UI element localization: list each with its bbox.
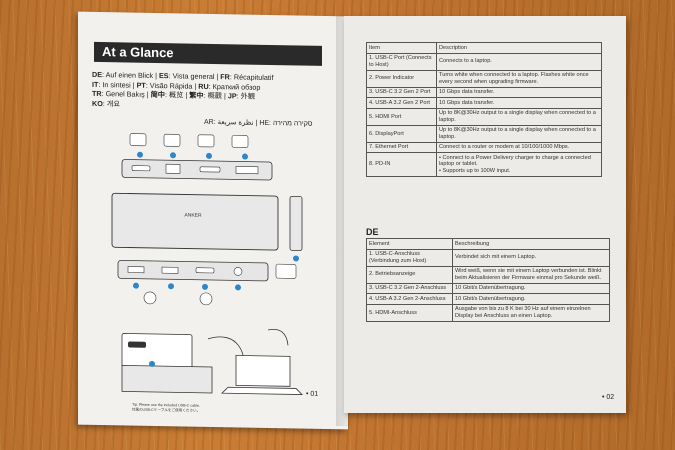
cable-note-line-2: 付属のUSB-Cケーブルをご使用ください。 xyxy=(132,407,200,413)
description-cell: • Connect to a Power Delivery charger to… xyxy=(436,152,602,177)
item-cell: 8. PD-IN xyxy=(366,152,437,177)
language-label: Genel Bakış | xyxy=(103,89,151,99)
left-page: At a Glance DE: Auf einen Blick | ES: Vi… xyxy=(78,11,348,430)
description-cell: 10 Gbps data transfer. xyxy=(436,97,602,109)
language-label: Visão Rápida | xyxy=(147,80,199,91)
item-cell: 2. Power Indicator xyxy=(366,69,437,88)
brand-logo: ANKER xyxy=(184,213,202,219)
language-list: DE: Auf einen Blick | ES: Vista general … xyxy=(92,70,332,112)
item-cell: 7. Ethernet Port xyxy=(366,141,437,154)
description-cell: Ausgabe von bis zu 8 K bei 30 Hz auf ein… xyxy=(452,303,610,322)
item-cell: 1. USB-C-Anschluss (Verbindung zum Host) xyxy=(366,248,453,267)
language-label: 概觀 | xyxy=(205,90,228,101)
description-cell: Connect to a router or modem at 10/100/1… xyxy=(436,141,602,154)
description-cell: Turns white when connected to a laptop. … xyxy=(436,69,602,88)
language-code: RU xyxy=(198,81,209,91)
description-cell: Up to 8K@30Hz output to a single display… xyxy=(436,107,602,126)
language-code: 繁中 xyxy=(189,90,204,100)
at-a-glance-heading: At a Glance xyxy=(94,41,322,66)
language-code: JP xyxy=(227,91,237,101)
page-number-right: • 02 xyxy=(602,394,615,401)
table-header-cell: Item xyxy=(366,42,437,54)
table-row: 1. USB-C-Anschluss (Verbindung zum Host)… xyxy=(366,248,610,267)
callout-icons-top xyxy=(129,133,249,148)
item-cell: 3. USB-C 3.2 Gen 2 Port xyxy=(366,86,437,99)
hub-diagram: ANKER Tip: Please use the included USB-C… xyxy=(111,133,303,413)
item-cell: 2. Betriebsanzeige xyxy=(366,265,453,284)
port-icons-top xyxy=(131,163,259,175)
rtl-language-line: AR: نظرة سريعة | HE: סקירה מהירה xyxy=(204,118,313,128)
language-code: 简中 xyxy=(150,89,165,100)
item-cell: 4. USB-A 3.2 Gen 2-Anschluss xyxy=(366,293,453,305)
language-label: 개요 xyxy=(104,98,121,108)
language-code: ES xyxy=(159,71,169,81)
item-cell: 5. HDMI Port xyxy=(366,107,437,126)
language-label: 概览 | xyxy=(167,90,190,100)
language-code: TR xyxy=(92,88,102,99)
item-cell: 4. USB-A 3.2 Gen 2 Port xyxy=(366,97,437,109)
description-cell: Up to 8K@30Hz output to a single display… xyxy=(436,124,602,143)
description-cell: 10 Gbps data transfer. xyxy=(436,86,602,99)
language-label: Récapitulatif xyxy=(231,72,274,83)
language-label: Auf einen Blick | xyxy=(104,70,160,81)
description-cell: 10 Gbit/s Datenübertragung. xyxy=(452,293,610,305)
language-code: PT xyxy=(136,80,146,90)
description-cell: 10 Gbit/s Datenübertragung. xyxy=(452,282,610,295)
description-cell: Verbindet sich mit einem Laptop. xyxy=(452,248,610,267)
language-label: 外観 xyxy=(238,91,256,101)
table-row: 1. USB-C Port (Connects to Host)Connects… xyxy=(366,52,602,71)
language-label: In sintesi | xyxy=(100,79,137,90)
item-cell: 5. HDMI-Anschluss xyxy=(366,303,453,322)
item-cell: 1. USB-C Port (Connects to Host) xyxy=(366,52,437,71)
item-cell: 3. USB-C 3.2 Gen 2-Anschluss xyxy=(366,282,453,295)
page-number-left: • 01 xyxy=(306,390,319,398)
table-header-cell: Description xyxy=(436,42,602,54)
table-row: 8. PD-IN• Connect to a Power Delivery ch… xyxy=(366,152,602,177)
cable-note-line-1: Tip: Please use the included USB-C cable… xyxy=(132,403,200,408)
description-cell: Wird weiß, wenn sie mit einem Laptop ver… xyxy=(452,265,610,284)
language-label: Краткий обзор xyxy=(210,81,261,92)
language-code: KO xyxy=(92,98,103,108)
item-cell: 6. DisplayPort xyxy=(366,124,437,143)
table-header-cell: Element xyxy=(366,238,453,250)
section-heading-de: DE xyxy=(366,227,379,237)
language-label: Vista general | xyxy=(170,71,221,82)
description-cell: Connects to a laptop. xyxy=(436,52,602,71)
table-header-cell: Beschreibung xyxy=(452,238,610,250)
language-code: DE xyxy=(92,69,102,80)
callout-markers-top xyxy=(137,151,248,160)
language-code: FR xyxy=(220,72,230,82)
